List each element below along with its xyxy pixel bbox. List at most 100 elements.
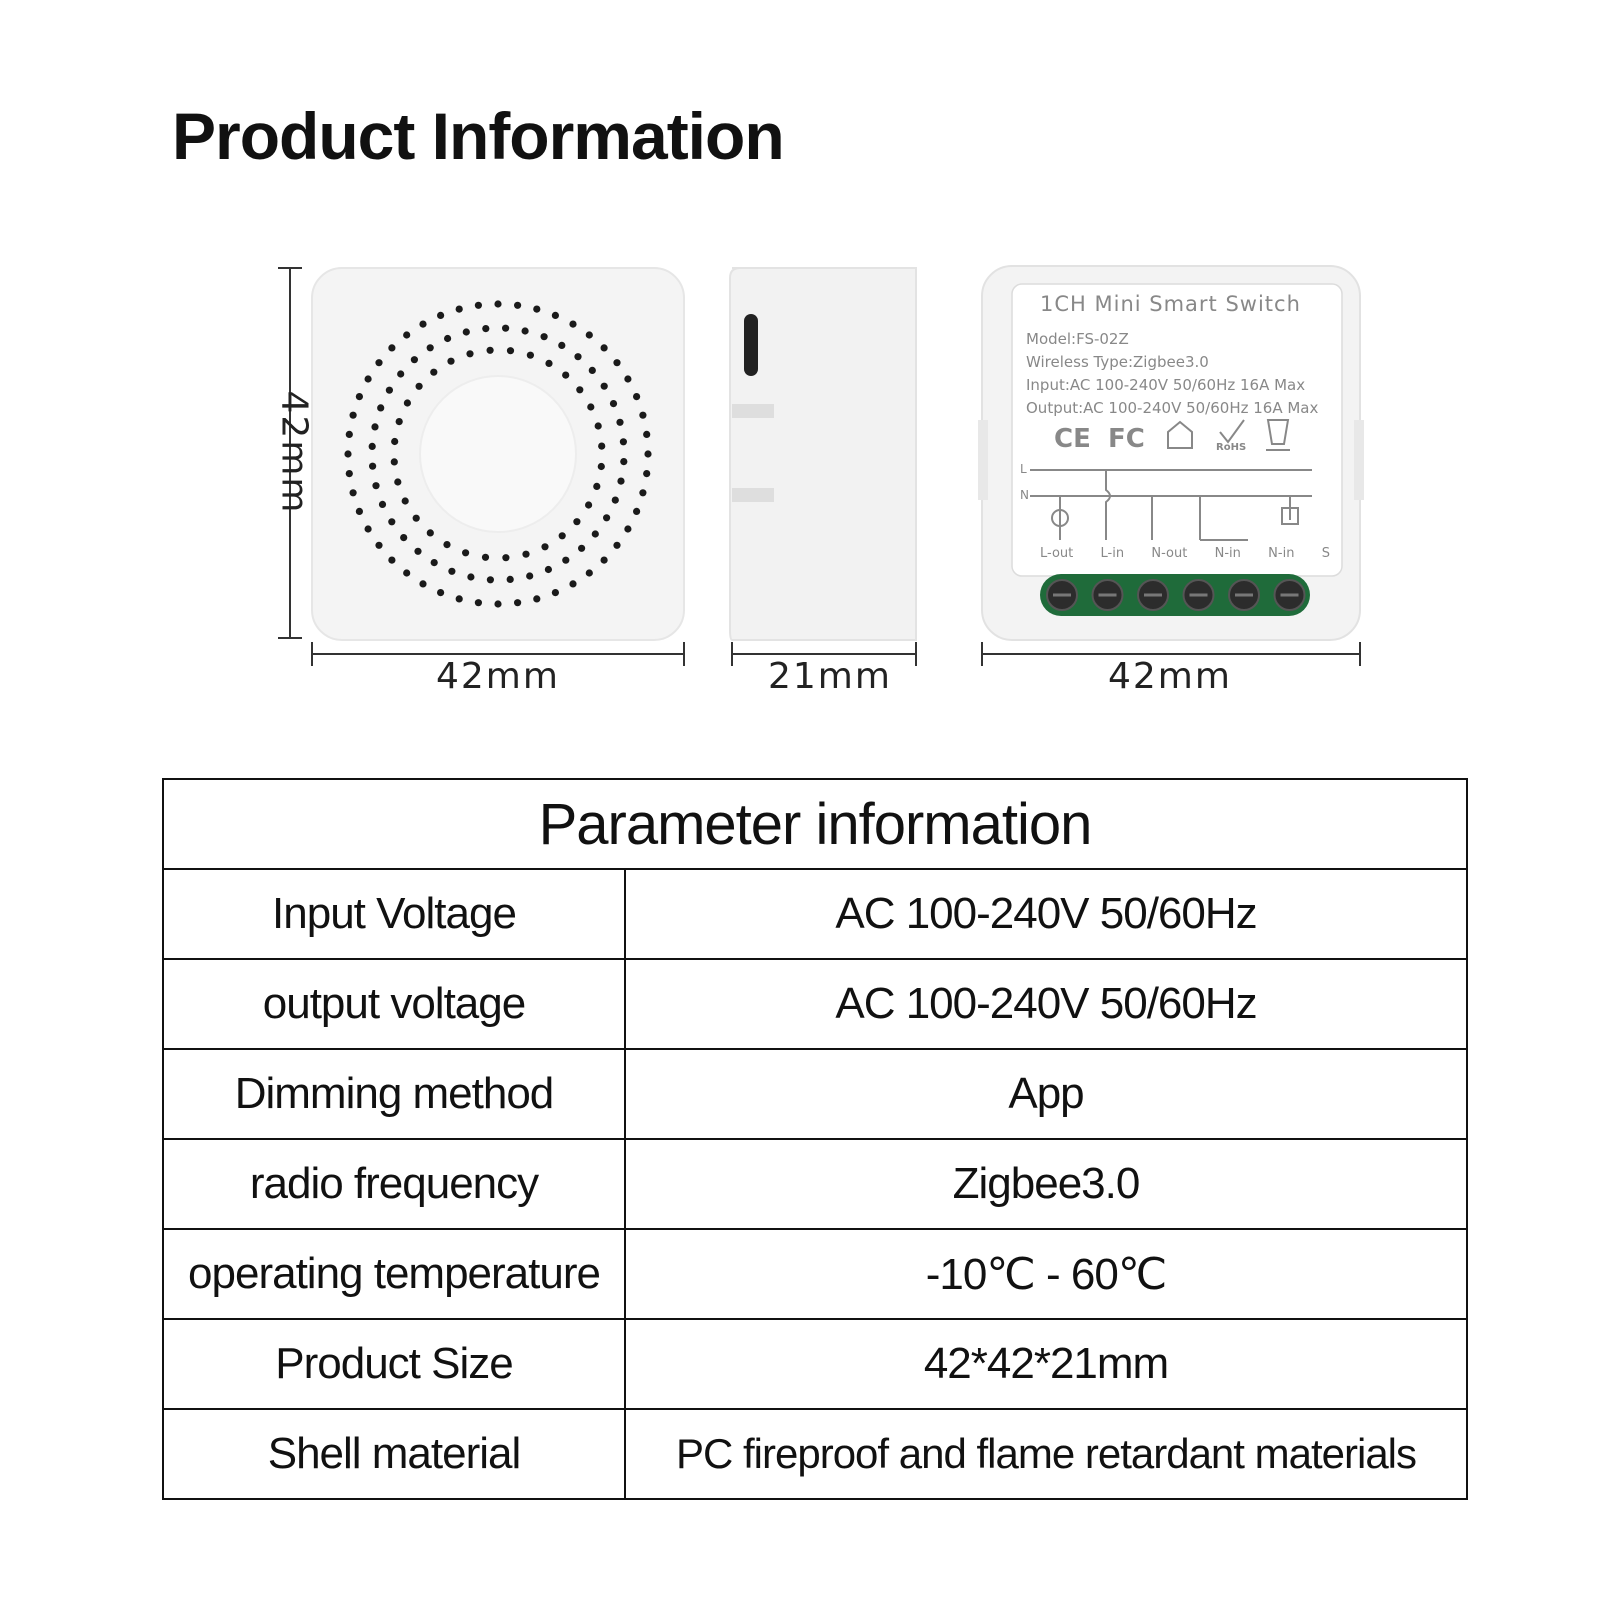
vent-dot bbox=[633, 507, 641, 515]
vent-dot bbox=[545, 359, 553, 367]
vent-dot bbox=[506, 575, 514, 584]
vent-dot bbox=[419, 320, 427, 328]
vent-dot bbox=[455, 595, 463, 603]
vent-dot bbox=[591, 530, 599, 538]
vent-dot bbox=[639, 411, 647, 419]
table-row: radio frequency Zigbee3.0 bbox=[162, 1138, 1468, 1230]
vent-dot bbox=[419, 580, 427, 588]
vent-dot bbox=[486, 346, 494, 354]
vent-dot bbox=[426, 529, 434, 537]
vent-dot bbox=[372, 482, 380, 490]
vent-dot bbox=[388, 556, 396, 564]
vent-dot bbox=[462, 549, 470, 557]
vent-dot bbox=[401, 497, 409, 505]
vent-dot bbox=[643, 430, 651, 438]
terminal-strip bbox=[1040, 574, 1310, 616]
vent-dot bbox=[364, 525, 372, 533]
param-label: operating temperature bbox=[162, 1228, 626, 1320]
vent-dot bbox=[455, 305, 463, 313]
checkmark-icon bbox=[1219, 419, 1245, 444]
vent-dot bbox=[378, 500, 387, 508]
home-icon bbox=[1167, 420, 1193, 449]
table-row: Shell material PC fireproof and flame re… bbox=[162, 1408, 1468, 1500]
terminal-label: N-in bbox=[1214, 546, 1241, 561]
weee-bin-icon bbox=[1266, 419, 1290, 451]
wire-label-n: N bbox=[1020, 488, 1029, 502]
vent-dot bbox=[506, 347, 515, 355]
vent-dot bbox=[345, 470, 353, 478]
terminal-label: N-out bbox=[1151, 546, 1188, 561]
vent-dot bbox=[462, 328, 470, 336]
vent-dot bbox=[588, 366, 596, 374]
vent-dot bbox=[494, 600, 502, 608]
vent-dot bbox=[414, 547, 422, 555]
table-row: Input Voltage AC 100-240V 50/60Hz bbox=[162, 868, 1468, 960]
ventilation-dots bbox=[344, 300, 652, 608]
vent-dot bbox=[415, 382, 423, 390]
vent-dot bbox=[430, 368, 438, 376]
back-label-lines: Model:FS-02Z Wireless Type:Zigbee3.0 Inp… bbox=[1026, 328, 1318, 420]
vent-dot bbox=[643, 470, 651, 478]
vent-dot bbox=[395, 418, 403, 426]
vent-dot bbox=[585, 501, 593, 509]
product-drawing bbox=[278, 265, 1364, 666]
vent-dot bbox=[355, 393, 363, 401]
label-line-wireless: Wireless Type:Zigbee3.0 bbox=[1026, 353, 1209, 371]
terminal-label: N-in bbox=[1268, 546, 1295, 561]
vent-dot bbox=[585, 569, 593, 577]
label-line-input: Input:AC 100-240V 50/60Hz 16A Max bbox=[1026, 376, 1306, 394]
vent-dot bbox=[578, 544, 586, 552]
param-value: App bbox=[624, 1048, 1468, 1140]
vent-dot bbox=[600, 556, 608, 564]
vent-dot bbox=[355, 507, 363, 515]
height-dimension-line bbox=[278, 267, 302, 639]
vent-dot bbox=[569, 320, 577, 328]
vent-dot bbox=[533, 305, 541, 313]
vent-dot bbox=[551, 589, 560, 597]
table-row: operating temperature -10℃ - 60℃ bbox=[162, 1228, 1468, 1320]
cert-ce-mark: CE bbox=[1054, 424, 1091, 454]
vent-dot bbox=[562, 371, 570, 379]
back-width-dimension-line bbox=[981, 642, 1361, 666]
vent-dot bbox=[562, 556, 570, 564]
side-depth-label: 21mm bbox=[768, 656, 892, 697]
vent-dot bbox=[444, 334, 452, 343]
param-value: AC 100-240V 50/60Hz bbox=[624, 868, 1468, 960]
vent-dot bbox=[388, 518, 396, 526]
vent-dot bbox=[369, 462, 377, 470]
front-view bbox=[311, 267, 685, 641]
vent-dot bbox=[390, 458, 398, 466]
vent-dot bbox=[613, 541, 621, 549]
certification-icons bbox=[1167, 419, 1290, 451]
vent-dot bbox=[573, 518, 581, 526]
side-depth-dimension-line bbox=[731, 642, 917, 666]
vent-dot bbox=[344, 450, 352, 458]
label-line-output: Output:AC 100-240V 50/60Hz 16A Max bbox=[1026, 399, 1319, 417]
vent-dot bbox=[633, 393, 641, 401]
cert-fc-mark: FC bbox=[1108, 424, 1145, 454]
vent-dot bbox=[514, 301, 522, 309]
param-value: -10℃ - 60℃ bbox=[624, 1228, 1468, 1320]
vent-dot bbox=[403, 569, 411, 577]
vent-dot bbox=[377, 404, 385, 412]
vent-dot bbox=[611, 496, 619, 504]
page-title: Product Information bbox=[172, 99, 785, 173]
vent-dot bbox=[403, 331, 411, 339]
param-value: Zigbee3.0 bbox=[624, 1138, 1468, 1230]
vent-dot bbox=[540, 333, 548, 341]
cert-rohs-mark: RoHS bbox=[1216, 442, 1247, 453]
front-width-label: 42mm bbox=[436, 656, 560, 697]
param-label: Shell material bbox=[162, 1408, 626, 1500]
vent-dot bbox=[430, 559, 438, 567]
parameter-table: Parameter information Input Voltage AC 1… bbox=[162, 778, 1468, 1500]
vent-dot bbox=[619, 438, 628, 446]
front-height-label: 42mm bbox=[273, 390, 315, 515]
front-width-dimension-line bbox=[311, 642, 685, 666]
vent-dot bbox=[388, 344, 396, 352]
terminal-labels: L-out L-in N-out N-in N-in S bbox=[1040, 546, 1330, 561]
vent-dot bbox=[639, 489, 647, 497]
vent-dot bbox=[587, 403, 595, 411]
vent-dot bbox=[437, 589, 445, 597]
vent-dot bbox=[481, 553, 490, 561]
vent-dot bbox=[558, 341, 566, 349]
